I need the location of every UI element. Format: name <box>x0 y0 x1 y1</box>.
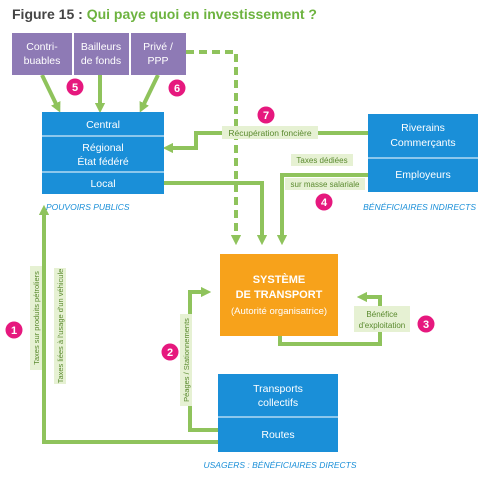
transports-label: Transports <box>253 383 303 395</box>
pouvoirs-publics-caption: POUVOIRS PUBLICS <box>46 202 130 212</box>
arrow-prive-systeme <box>186 50 242 246</box>
benefice-label-bg <box>354 306 410 332</box>
badge-6-label: 6 <box>174 83 180 95</box>
taxes-usage-label-bg <box>54 268 66 384</box>
bailleurs-label-2: de fonds <box>81 55 121 67</box>
taxes-produits-label: Taxes sur produits pétroliers <box>32 271 41 365</box>
arrow-benefice-exploitation <box>278 291 382 346</box>
usagers-caption: USAGERS : BÉNÉFICIAIRES DIRECTS <box>203 460 356 470</box>
collectifs-label: collectifs <box>258 397 298 409</box>
pouvoirs-regional: Régional <box>82 142 123 154</box>
pouvoirs-etat: État fédéré <box>77 155 129 168</box>
prive-box <box>131 33 186 75</box>
commercants-label: Commerçants <box>390 137 455 149</box>
figure-number: Figure 15 : <box>12 6 87 22</box>
badge-2: 2 <box>161 343 179 361</box>
benefice-label-2: d'exploitation <box>359 321 405 330</box>
page-title: Figure 15 : Qui paye quoi en investissem… <box>12 6 317 22</box>
badge-1-label: 1 <box>11 325 17 337</box>
bailleurs-box <box>74 33 129 75</box>
arrow-employeurs-systeme <box>276 173 368 246</box>
systeme-line-1: SYSTÈME <box>253 273 306 286</box>
pouvoirs-central: Central <box>86 119 120 131</box>
badge-6: 6 <box>168 79 186 97</box>
badge-5-label: 5 <box>72 82 78 94</box>
badge-7: 7 <box>257 106 275 124</box>
systeme-transport-box <box>220 254 338 336</box>
prive-label-1: Privé / <box>143 41 173 53</box>
badge-3: 3 <box>417 315 435 333</box>
beneficiaires-indirects-box <box>368 114 478 192</box>
employeurs-label: Employeurs <box>395 169 450 181</box>
taxes-usage-label: Taxes liées à l'usage d'un véhicule <box>56 269 65 384</box>
contribuables-label-1: Contri- <box>26 41 58 53</box>
systeme-line-2: DE TRANSPORT <box>236 289 323 301</box>
bailleurs-label-1: Bailleurs <box>81 41 121 53</box>
arrow-prive <box>139 74 160 113</box>
recuperation-label-bg <box>222 126 318 139</box>
arrow-peages <box>188 286 218 432</box>
arrow-local-systeme <box>162 181 268 246</box>
taxes-produits-label-bg <box>30 266 42 370</box>
contribuables-label-2: buables <box>24 55 61 67</box>
badge-5: 5 <box>66 78 84 96</box>
peages-label-bg <box>180 314 192 406</box>
badge-2-label: 2 <box>167 347 173 359</box>
arrow-taxes-vehicules <box>38 204 222 444</box>
taxes-dediees-label: Taxes dédiées <box>296 156 347 165</box>
riverains-label: Riverains <box>401 122 445 134</box>
recuperation-label: Récupération foncière <box>228 128 311 138</box>
peages-label: Péages / Stationnements <box>182 318 191 402</box>
usagers-box <box>218 374 338 452</box>
taxes-dediees-label-bg <box>291 154 353 166</box>
pouvoirs-publics-box <box>42 112 164 194</box>
badge-7-label: 7 <box>263 110 269 122</box>
routes-label: Routes <box>261 429 294 441</box>
masse-salariale-label-bg <box>285 178 365 190</box>
pouvoirs-local: Local <box>90 178 115 190</box>
arrow-contribuables <box>40 74 61 113</box>
badge-4-label: 4 <box>321 197 328 209</box>
beneficiaires-indirects-caption: BÉNÉFICIAIRES INDIRECTS <box>363 202 476 212</box>
masse-salariale-label: sur masse salariale <box>291 180 360 189</box>
badge-3-label: 3 <box>423 319 429 331</box>
benefice-label-1: Bénéfice <box>366 310 398 319</box>
badge-1: 1 <box>5 321 23 339</box>
prive-label-2: PPP <box>147 55 168 67</box>
figure-question: Qui paye quoi en investissement ? <box>86 6 317 22</box>
badge-4: 4 <box>315 193 333 211</box>
contribuables-box <box>12 33 72 75</box>
systeme-line-3: (Autorité organisatrice) <box>231 306 327 317</box>
